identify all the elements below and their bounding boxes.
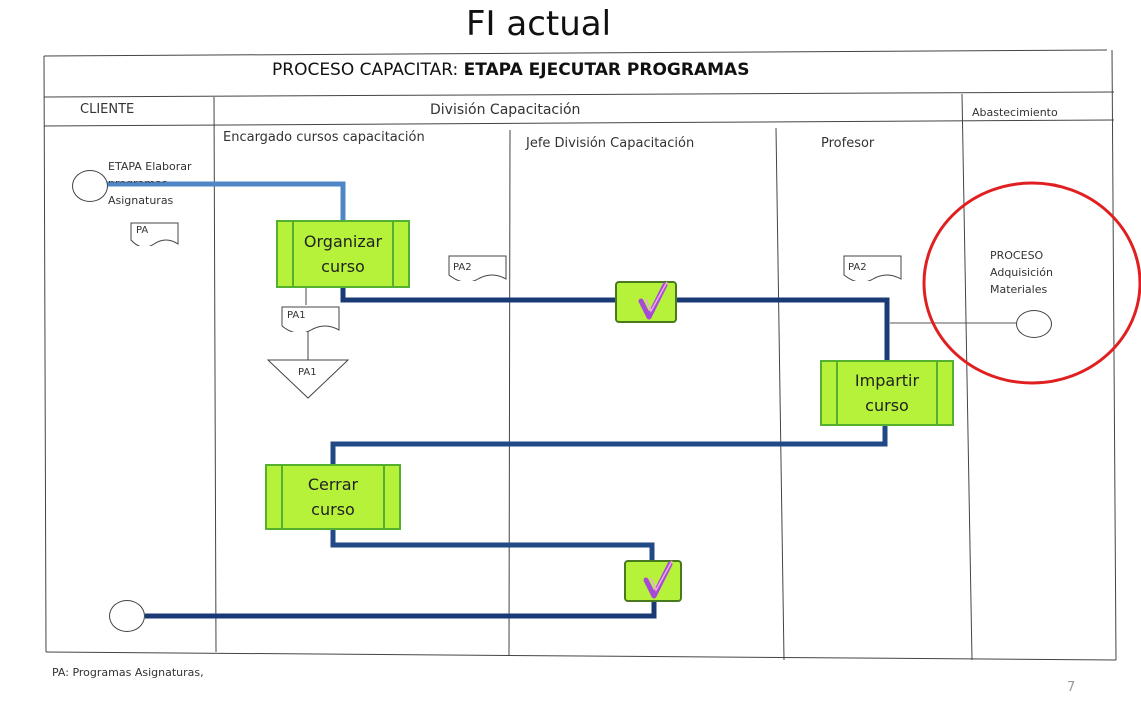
- archive-pa1-label: PA1: [298, 367, 317, 378]
- external-process-line3: Materiales: [990, 283, 1048, 296]
- activity-impartir-curso: Impartir curso: [820, 360, 954, 426]
- lane-encargado: Encargado cursos capacitación: [223, 130, 425, 145]
- approval-check-2: [624, 560, 682, 602]
- jefe-lane-divider: [508, 129, 511, 657]
- start-stage-line2: programas: [108, 177, 168, 190]
- frame-left-line: [43, 55, 47, 653]
- document-pa2-jefe-icon: [448, 255, 507, 281]
- activity-cerrar-curso: Cerrar curso: [265, 464, 401, 530]
- process-prefix: PROCESO CAPACITAR:: [272, 60, 464, 80]
- header-divider: [43, 91, 1115, 98]
- flow-lines: [90, 181, 1016, 619]
- document-pa2-profesor-icon: [843, 255, 902, 281]
- document-pa1-label: PA1: [287, 310, 306, 321]
- lane-division: División Capacitación: [430, 102, 581, 118]
- flow-impartir-to-cerrar: [330, 426, 888, 464]
- start-stage-line3: Asignaturas: [108, 194, 174, 207]
- lane-profesor: Profesor: [821, 136, 875, 151]
- start-event: [72, 170, 108, 202]
- frame-right-line: [1111, 49, 1117, 661]
- swimlane-grid: [43, 49, 1117, 661]
- document-pa-icon: [130, 222, 179, 246]
- end-event: [109, 600, 145, 632]
- highlight-circle: [922, 181, 1141, 385]
- flow-organizar-to-check: [340, 288, 615, 303]
- page-number: 7: [1067, 680, 1076, 695]
- frame-top-line: [43, 49, 1108, 57]
- lane-cliente: CLIENTE: [80, 102, 135, 117]
- flow-check-to-end: [145, 602, 657, 619]
- document-pa2-jefe-label: PA2: [453, 262, 472, 273]
- frame-bottom-line: [45, 651, 1117, 661]
- profesor-lane-divider: [775, 127, 785, 661]
- start-stage-label: ETAPA Elaborar programas Asignaturas: [108, 158, 192, 209]
- document-pa-label: PA: [136, 225, 149, 236]
- flow-cerrar-to-check: [330, 530, 655, 560]
- process-stage: ETAPA EJECUTAR PROGRAMAS: [463, 60, 750, 80]
- start-stage-line1: ETAPA Elaborar: [108, 160, 192, 173]
- external-process-event: [1016, 310, 1052, 338]
- document-pa1-icon: [281, 306, 340, 332]
- flow-check-to-impartir: [677, 297, 890, 360]
- checkmark-icon: [638, 281, 668, 320]
- approval-check-1: [615, 281, 677, 323]
- page-title: FI actual: [466, 4, 612, 44]
- external-process-line1: PROCESO: [990, 249, 1044, 262]
- activity-organizar-curso: Organizar curso: [276, 220, 410, 288]
- archive-triangle: [266, 359, 350, 399]
- document-pa2-profesor-label: PA2: [848, 262, 867, 273]
- lane-header-divider: [43, 119, 1115, 127]
- cliente-lane-divider: [213, 96, 217, 653]
- flow-start-to-organizar: [90, 181, 346, 220]
- external-process-line2: Adquisición: [990, 266, 1053, 279]
- process-title: PROCESO CAPACITAR: ETAPA EJECUTAR PROGRA…: [272, 60, 749, 80]
- footnote: PA: Programas Asignaturas,: [52, 666, 204, 679]
- external-process-label: PROCESO Adquisición Materiales: [990, 247, 1053, 298]
- checkmark-icon: [643, 560, 673, 599]
- lane-jefe: Jefe División Capacitación: [526, 136, 695, 151]
- abastecimiento-lane-divider: [961, 93, 973, 661]
- lane-abastecimiento: Abastecimiento: [972, 106, 1058, 119]
